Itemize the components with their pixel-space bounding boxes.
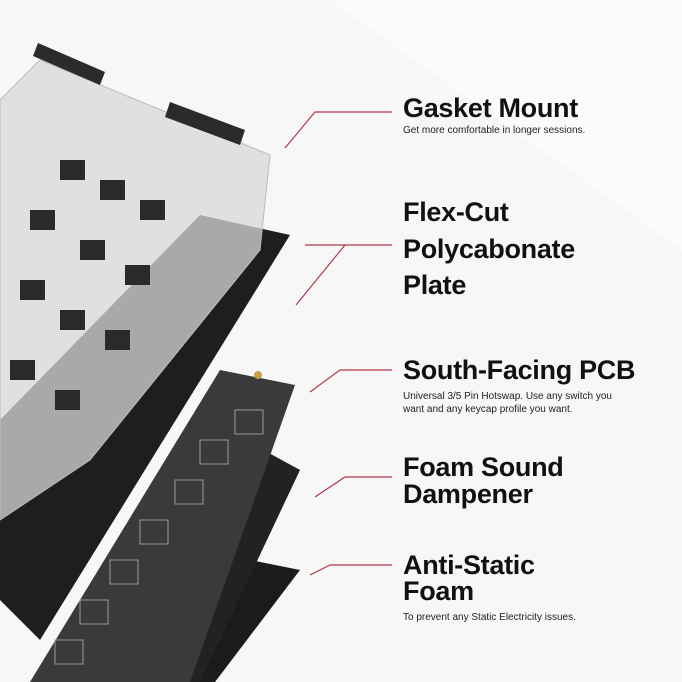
hotswap-socket — [254, 371, 262, 379]
plate-title-line-3: Plate — [403, 270, 467, 300]
black-plate-layer — [0, 215, 290, 640]
plate-title-line-2: Polycabonate — [403, 234, 575, 264]
pcb-description-line-2: want and any keycap profile you want. — [403, 404, 573, 415]
pcb-layer — [30, 370, 295, 682]
background-light-panel — [330, 0, 682, 250]
foam-title-line-2: Dampener — [403, 479, 533, 509]
gasket-strips — [33, 43, 245, 145]
gasket-mount-description: Get more comfortable in longer sessions. — [403, 125, 586, 136]
foam-title-line-1: Foam Sound — [403, 452, 564, 482]
anti-static-title-line-2: Foam — [403, 576, 474, 606]
pcb-description-line-1: Universal 3/5 Pin Hotswap. Use any switc… — [403, 391, 612, 402]
anti-static-title-line-1: Anti-Static — [403, 550, 535, 580]
anti-static-description: To prevent any Static Electricity issues… — [403, 612, 576, 623]
plate-cutouts — [10, 160, 165, 410]
gasket-mount-title: Gasket Mount — [403, 93, 578, 123]
leader-lines — [284, 111, 392, 576]
plate-title-line-1: Flex-Cut — [403, 197, 509, 227]
pcb-title: South-Facing PCB — [403, 355, 636, 385]
pcb-switch-sockets — [54, 409, 264, 665]
